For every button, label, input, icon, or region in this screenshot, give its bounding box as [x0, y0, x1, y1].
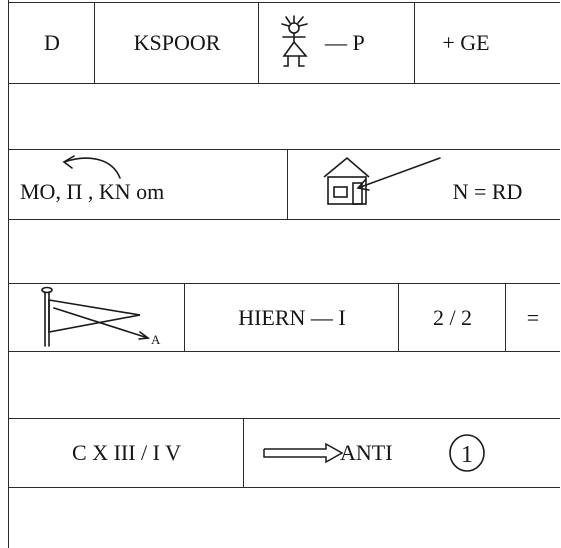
divider: [8, 2, 560, 3]
row3-cell-hiern: HIERN — I: [186, 284, 398, 351]
divider: [243, 418, 244, 487]
row3-text-hiern: HIERN — I: [238, 304, 346, 330]
row4-cell-roman: C X III / I V: [10, 419, 243, 487]
row4-text-roman: C X III / I V: [72, 440, 181, 465]
row1-cell-d: D: [10, 3, 94, 83]
divider: [8, 418, 560, 419]
flag-icon: A: [41, 286, 161, 347]
row3-text-fraction: 2 / 2: [432, 304, 473, 330]
row2-text-rest: , Π , KN om: [55, 179, 165, 204]
row1-text-kspoor: KSPOOR: [133, 30, 221, 55]
row3-text-equals: =: [526, 304, 540, 330]
divider: [94, 2, 95, 83]
puzzle-grid: [8, 0, 561, 548]
arrow-icon: [356, 157, 441, 191]
row4-cell-anti: ANTI: [340, 419, 420, 487]
divider: [414, 2, 415, 83]
row4-text-anti: ANTI: [340, 440, 393, 465]
girl-figure-icon: [281, 15, 308, 67]
flag-letter: A: [151, 332, 161, 347]
circled-number-icon: 1: [449, 434, 485, 472]
row2-text-nrd: N = RD: [452, 179, 523, 204]
house-icon: [323, 156, 370, 205]
row1-text-p: — P: [325, 30, 365, 55]
divider: [287, 149, 288, 219]
row3-cell-equals: =: [507, 284, 559, 351]
row2-text-mo: MO: [20, 179, 56, 204]
row2-cell-left: MO , Π , KN om: [20, 168, 285, 216]
curved-arrow-icon: [62, 155, 121, 179]
row1-text-ge: + GE: [442, 30, 490, 55]
divider: [258, 2, 259, 83]
divider: [398, 283, 399, 351]
double-arrow-icon: [263, 442, 344, 464]
divider: [8, 83, 560, 84]
circled-number: 1: [461, 442, 473, 468]
divider: [8, 283, 560, 284]
divider: [8, 487, 560, 488]
divider: [505, 283, 506, 351]
row1-text-d: D: [44, 30, 60, 55]
row1-cell-p: — P: [325, 3, 405, 83]
row2-cell-nrd: N = RD: [420, 168, 555, 216]
row3-cell-fraction: 2 / 2: [400, 284, 505, 351]
row1-cell-kspoor: KSPOOR: [96, 3, 258, 83]
divider: [8, 149, 560, 150]
divider: [8, 219, 560, 220]
row1-cell-ge: + GE: [416, 3, 516, 83]
divider: [184, 283, 185, 351]
divider: [8, 351, 560, 352]
